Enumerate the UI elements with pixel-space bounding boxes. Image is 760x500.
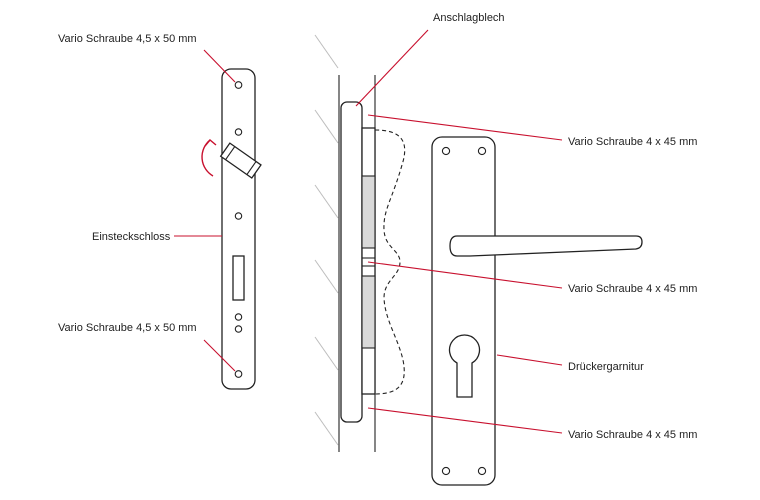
leader-screw-right-2 xyxy=(367,261,563,289)
mortise-lock xyxy=(201,68,262,390)
backplate-screw-hole xyxy=(477,146,487,156)
strike-insert-lower xyxy=(361,275,376,349)
door-frame-section xyxy=(314,34,406,452)
label-screw-top-left: Vario Schraube 4,5 x 50 mm xyxy=(58,33,197,45)
label-strike-plate: Anschlagblech xyxy=(433,12,505,24)
handle-backplate xyxy=(431,136,496,486)
strike-insert-upper xyxy=(361,175,376,249)
leader-strike-plate xyxy=(355,29,429,107)
label-screw-right-1: Vario Schraube 4 x 45 mm xyxy=(568,136,697,148)
label-screw-bottom-left: Vario Schraube 4,5 x 50 mm xyxy=(58,322,197,334)
leader-lines xyxy=(174,29,563,434)
leader-screw-right-1 xyxy=(367,114,563,141)
backplate-screw-hole xyxy=(477,466,487,476)
lock-hole xyxy=(234,313,243,321)
handle-set xyxy=(431,136,643,486)
lock-screw-hole-top xyxy=(234,81,243,89)
mortise-pocket-outline xyxy=(374,129,406,395)
lock-latch xyxy=(219,142,262,179)
backplate-screw-hole xyxy=(441,466,451,476)
lock-bolt-slot xyxy=(232,255,245,301)
lock-faceplate xyxy=(221,68,256,390)
lever-handle xyxy=(449,235,643,257)
leader-handle-set xyxy=(496,354,563,366)
rotation-arrow-icon xyxy=(201,139,214,177)
lock-hole xyxy=(234,212,243,220)
label-lock: Einsteckschloss xyxy=(92,231,171,243)
keyhole-cylinder xyxy=(448,334,481,398)
label-screw-right-2: Vario Schraube 4 x 45 mm xyxy=(568,283,697,295)
strike-plate xyxy=(340,101,363,423)
leader-screw-bottom-left xyxy=(203,339,236,372)
leader-screw-top-left xyxy=(203,49,236,83)
lock-screw-hole-bottom xyxy=(234,370,243,378)
strike-pocket xyxy=(361,127,376,395)
lock-hole xyxy=(234,325,243,333)
lock-hole xyxy=(234,128,243,136)
label-handle-set: Drückergarnitur xyxy=(568,361,644,373)
label-screw-right-3: Vario Schraube 4 x 45 mm xyxy=(568,429,697,441)
leader-screw-right-3 xyxy=(367,407,563,434)
backplate-screw-hole xyxy=(441,146,451,156)
